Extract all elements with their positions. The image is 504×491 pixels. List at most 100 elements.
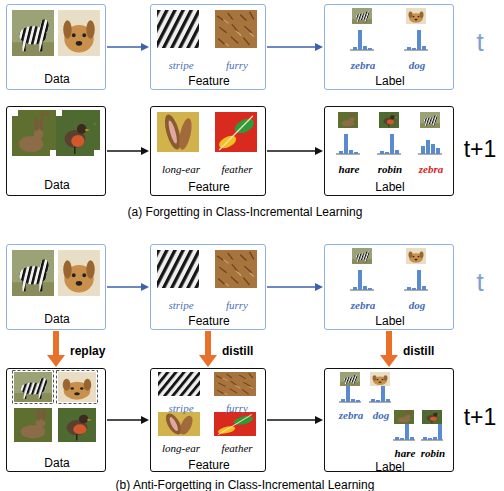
feature-name: stripe [168, 59, 193, 72]
illustration-use [420, 112, 440, 128]
data-box: Data [6, 244, 106, 330]
box-title: Data [44, 313, 69, 327]
text-slot: Feature [188, 177, 229, 195]
text-slot: hare [395, 443, 416, 461]
class-name: dog [409, 299, 426, 312]
text-slot: furry [226, 398, 248, 416]
class-name: hare [339, 163, 360, 176]
illustration-rect [358, 30, 362, 50]
box-title: Label [375, 461, 404, 475]
illustration-use [215, 112, 257, 152]
illustration-rect [405, 424, 409, 440]
arrow-shaft [267, 419, 316, 421]
illustration-use [157, 250, 199, 288]
text-slot: Feature [188, 311, 229, 329]
illustration-rect [395, 150, 399, 154]
illustration-use [352, 8, 372, 24]
text-slot: furry [226, 295, 248, 313]
illustration-use [406, 8, 426, 24]
box-title: Label [375, 75, 404, 89]
text-slot: dog [409, 55, 426, 73]
data-box: Data [6, 368, 106, 472]
illustration-rect [381, 386, 385, 402]
label-bars [350, 8, 428, 50]
box-title: Feature [188, 315, 229, 329]
feature-name: long-ear [162, 442, 200, 455]
illustration-use [157, 10, 199, 48]
arrow-head [315, 147, 323, 155]
text-slot: hare [339, 159, 360, 177]
text-slot: Label [375, 177, 404, 195]
class-name: zebra [339, 409, 363, 422]
box-title: Data [44, 179, 69, 193]
illustration-rect [368, 48, 372, 50]
time-step: t+1 [464, 404, 497, 430]
edge-label-slot: distill [402, 341, 435, 359]
illustration-rect [353, 287, 357, 290]
text-slot: Feature [188, 71, 229, 89]
text-slot: stripe [168, 295, 193, 313]
feature-box: stripe furryFeature [150, 4, 266, 90]
data-images [13, 371, 98, 443]
illustration-rect [57, 371, 98, 404]
text-slot: feather [221, 159, 252, 177]
edge-label: distill [402, 344, 435, 358]
arrow-shaft [267, 286, 316, 288]
distill-arrow [380, 331, 398, 367]
illustration-rect [412, 288, 416, 290]
label-bars [350, 248, 428, 290]
text-slot: furry [226, 55, 248, 73]
illustration-rect [13, 371, 54, 404]
box-title: Label [375, 315, 404, 329]
illustration-rect [385, 152, 389, 154]
box-title: Feature [188, 181, 229, 195]
label-slot: t+1 [464, 404, 497, 430]
class-name: hare [395, 447, 416, 460]
illustration-use [58, 250, 100, 296]
illustration-use [14, 372, 52, 402]
data-images [12, 110, 100, 156]
feature-name: stripe [168, 402, 193, 415]
illustration-rect [400, 438, 404, 440]
arrow-head [141, 147, 149, 155]
label-slot: t+1 [464, 136, 497, 162]
illustration-rect [349, 150, 353, 154]
edge-label-slot: replay [69, 341, 106, 359]
illustration-rect [376, 400, 380, 402]
label-slot: (a) Forgetting in Class-Incremental Lear… [128, 202, 363, 220]
flow-arrow [107, 416, 149, 424]
illustration-rect [354, 152, 358, 154]
edge-label: distill [221, 344, 254, 358]
illustration-rect [358, 270, 362, 290]
illustration-rect [344, 134, 348, 154]
illustration-rect [433, 437, 437, 440]
illustration-use [12, 250, 54, 296]
illustration-use [58, 10, 100, 56]
illustration-rect [410, 437, 414, 440]
label-box: zebradogharerobinLabel [324, 368, 454, 472]
class-name: dog [409, 59, 426, 72]
illustration-use [370, 372, 390, 386]
feature-name: feather [221, 163, 252, 176]
illustration-use [158, 372, 200, 396]
distill-arrow [199, 331, 217, 367]
panel-caption: (a) Forgetting in Class-Incremental Lear… [128, 206, 363, 220]
class-name: robin [378, 163, 402, 176]
feature-images [158, 372, 256, 436]
illustration-use [214, 412, 256, 436]
illustration-use [58, 408, 96, 442]
illustration-use [394, 410, 414, 424]
illustration-rect [341, 399, 345, 402]
arrow-shaft [107, 46, 142, 48]
box-title: Label [375, 181, 404, 195]
illustration-use [379, 112, 399, 128]
text-slot: zebra [419, 159, 443, 177]
illustration-rect [339, 151, 343, 154]
illustration-use [406, 248, 426, 264]
text-slot: zebra [351, 55, 375, 73]
text-slot: stripe [168, 398, 193, 416]
illustration-rect [438, 424, 442, 440]
box-title: Data [44, 457, 69, 471]
illustration-rect [363, 286, 367, 290]
arrow-shaft [107, 150, 142, 152]
